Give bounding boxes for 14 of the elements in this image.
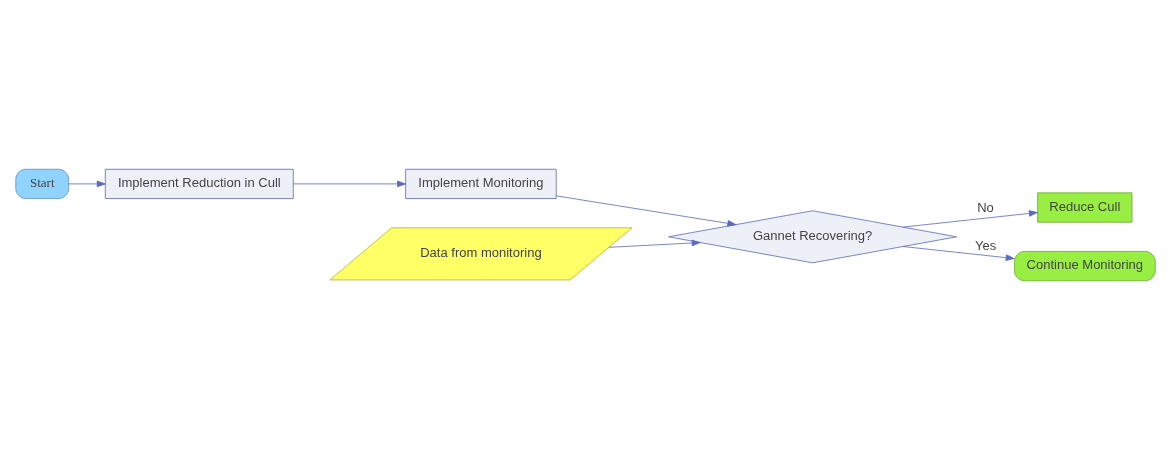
node-box: Start: [15, 168, 70, 199]
node-box: Implement Monitoring: [405, 168, 557, 199]
node-diamond: Gannet Recovering?: [668, 210, 958, 264]
arrow: [902, 246, 1015, 261]
edge-label: Yes: [974, 238, 997, 254]
node-box: Reduce Cull: [1037, 192, 1133, 223]
arrow: [902, 210, 1038, 228]
edge-label: No: [977, 200, 994, 216]
arrow: [608, 239, 701, 248]
arrow: [68, 180, 106, 188]
arrow: [555, 195, 737, 227]
node-box: Implement Reduction in Cull: [104, 168, 294, 199]
node-box: Continue Monitoring: [1014, 251, 1156, 282]
arrow: [292, 180, 407, 188]
